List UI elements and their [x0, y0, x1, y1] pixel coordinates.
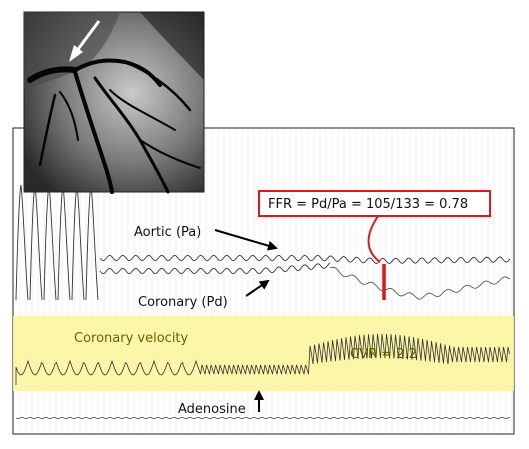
white-arrow-icon [69, 20, 101, 62]
adenosine-label: Adenosine [178, 402, 246, 417]
ffr-callout-line [367, 215, 381, 263]
coronary-label: Coronary (Pd) [138, 295, 228, 310]
baseline-trace [15, 416, 511, 420]
black-arrow-icon [245, 279, 270, 297]
ffr-box [258, 190, 491, 217]
coronary-velocity-trace [15, 333, 510, 385]
black-arrow-icon [214, 229, 278, 251]
coronary-pressure-trace [99, 262, 331, 275]
angiogram-inset [23, 11, 205, 194]
cvr-label: CVR = 2.2 [350, 347, 417, 362]
aortic-label: Aortic (Pa) [134, 225, 201, 240]
velocity-label: Coronary velocity [74, 331, 189, 346]
ffr-label: FFR = Pd/Pa = 105/133 = 0.78 [268, 197, 468, 212]
hyperemic-dip-trace [329, 266, 511, 300]
velocity-highlight-band [13, 316, 514, 391]
aortic-pressure-trace [99, 254, 511, 264]
